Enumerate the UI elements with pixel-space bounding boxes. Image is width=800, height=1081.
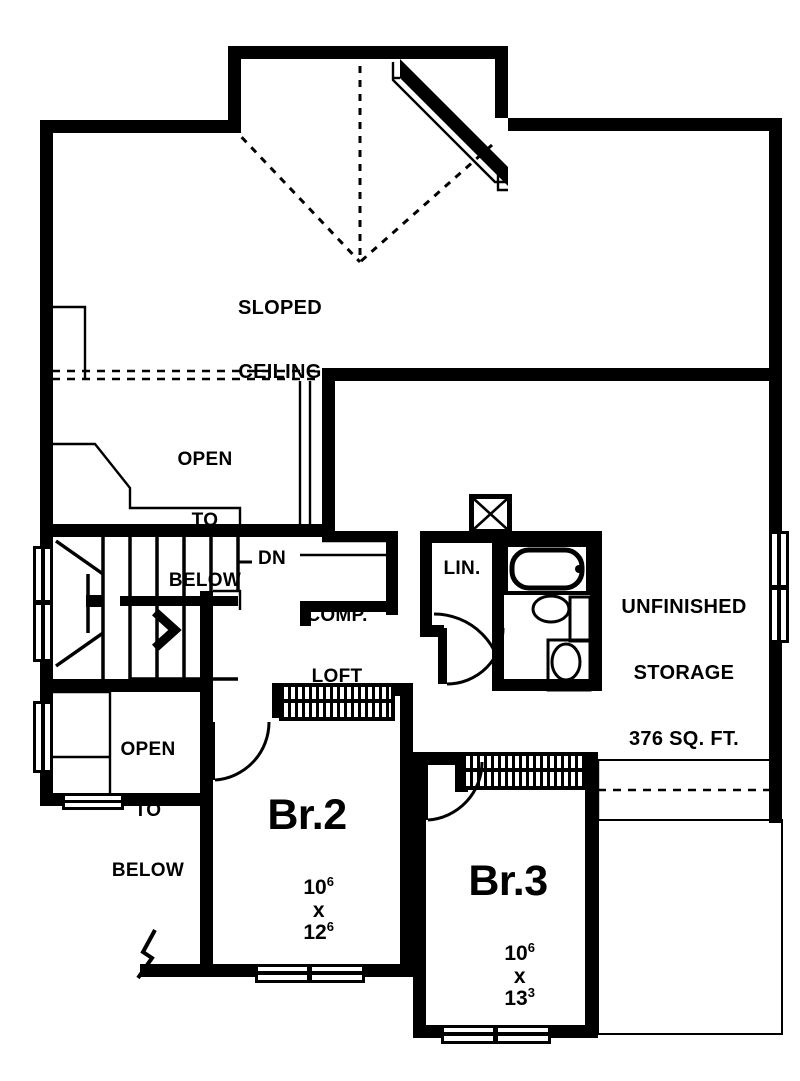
angled-exterior-wall [400,59,508,186]
bedroom-2-dim-separator: x [312,898,325,922]
window-lower-left [33,701,53,773]
door-br2 [206,721,271,782]
bedroom-2-name: Br.2 [267,791,347,839]
bedroom-2-depth-inches: 6 [326,918,334,934]
sloped-ceiling-line-2: CEILING [238,360,322,383]
bedroom-3-depth-inches: 3 [527,984,535,1000]
open-to-below-lower-line-1: OPEN [120,739,176,761]
stair-direction-label: DN [257,548,287,569]
open-to-below-lower-label: OPEN TO BELOW [83,700,213,921]
hatched-knee-walls [279,683,586,790]
knee-wall-br3 [462,752,586,790]
unfinished-storage-line-1: UNFINISHED [621,596,747,618]
stair-direction-arrow [151,608,182,652]
door-linen [438,627,505,686]
bedroom-2-width-feet: 10 [303,876,327,900]
break-line-symbol [136,929,157,980]
bedroom-2-dimensions: 106 x 126 [222,855,392,966]
window-openbelow-south [62,793,124,810]
bedroom-2-width-inches: 6 [326,874,334,890]
window-left-stair [33,546,53,662]
bedroom-3-name: Br.3 [468,857,548,905]
bathtub-fixture [504,543,590,595]
comp-loft-line-2: LOFT [311,665,363,687]
bath-fixtures [504,543,592,692]
open-to-below-upper-line-3: BELOW [168,570,242,591]
sink-fixture [531,594,571,624]
open-to-below-lower-line-3: BELOW [111,860,185,881]
unfinished-storage-line-2: STORAGE [633,662,735,684]
door-bath [433,612,570,691]
doors [206,612,570,822]
open-to-below-upper-line-1: OPEN [177,449,233,471]
bedroom-3-dimensions: 106 x 133 [423,921,593,1032]
bedroom-3-width-feet: 10 [504,942,528,966]
staircase-with-winders [54,537,252,681]
window-right-storage [769,531,789,643]
bedroom-3-depth-feet: 13 [504,986,528,1010]
comp-loft-label: COMP. LOFT [292,566,382,727]
linen-closet-label: LIN. [443,558,481,579]
toilet-fixture [546,638,592,692]
angled-wall-inner-line [391,62,508,192]
bedroom-3-width-inches: 6 [527,940,535,956]
window-br2-south [255,964,365,983]
unfinished-storage-label: UNFINISHED STORAGE 376 SQ. FT. [604,552,764,794]
window-bath [469,494,512,534]
knee-wall-br2 [279,683,395,721]
dashed-ceiling-hip-lines [230,52,493,264]
open-to-below-upper-line-2: TO [191,509,219,531]
open-to-below-lower-line-2: TO [134,799,162,821]
windows [33,494,789,1044]
window-br3-south [441,1025,551,1044]
bedroom-2-depth-feet: 12 [303,920,327,944]
bedroom-3-dim-separator: x [513,964,526,988]
sloped-ceiling-line-1: SLOPED [237,297,323,320]
comp-loft-line-1: COMP. [306,605,368,627]
door-br3 [419,761,484,822]
open-to-below-upper-label: OPEN TO BELOW [140,410,270,631]
unfinished-storage-line-3: 376 SQ. FT. [628,728,739,750]
sloped-ceiling-label: SLOPED CEILING [190,256,370,426]
